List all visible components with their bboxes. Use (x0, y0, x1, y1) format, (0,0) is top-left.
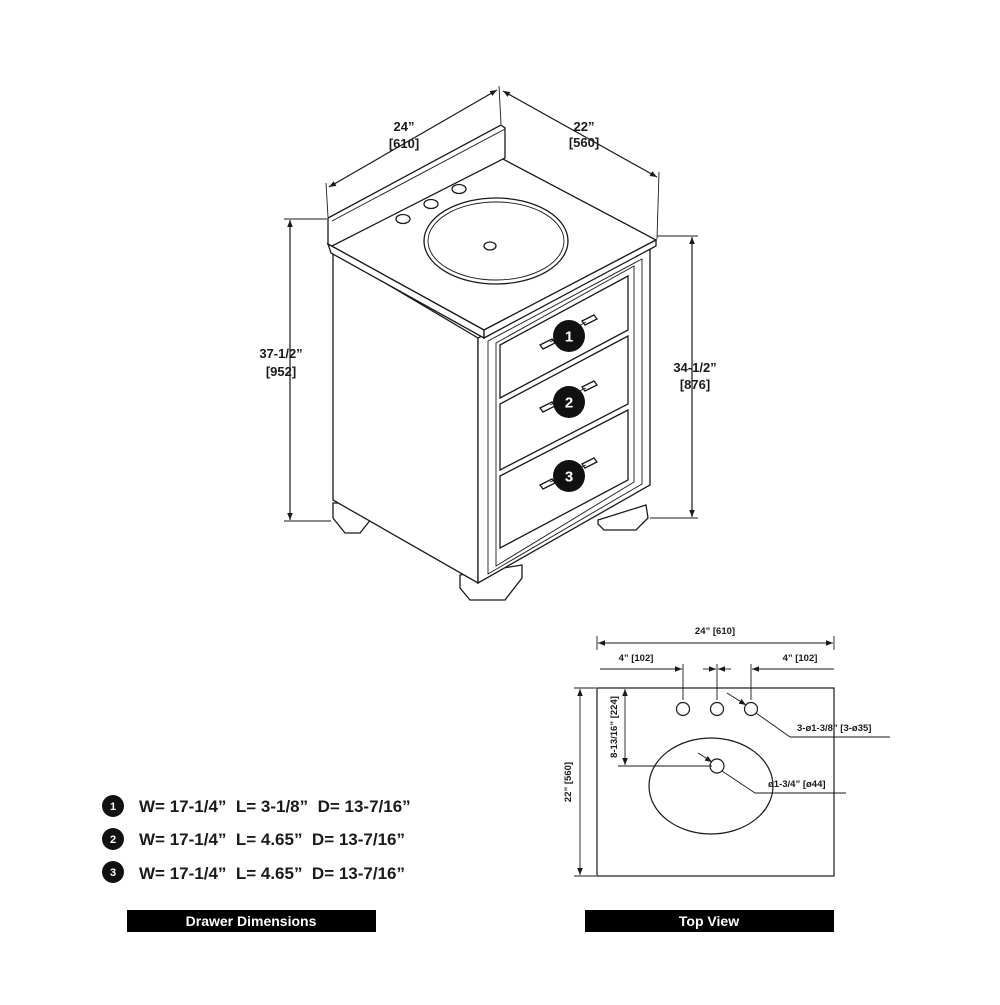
svg-text:2: 2 (110, 834, 116, 846)
top-view-faucet-holes (675, 701, 759, 717)
svg-text:W= 17-1/4” L= 4.65” D= 13-7/: W= 17-1/4” L= 4.65” D= 13-7/16” (139, 864, 405, 883)
top-view-drawing: 24” [610] 4” [102] 4” [102] 22” [560] 8-… (563, 626, 890, 932)
sink-basin-iso (423, 197, 569, 285)
counter-height-dimension: 34-1/2” [876] (650, 235, 717, 519)
svg-text:W= 17-1/4” L= 3-1/8” D= 13-7: W= 17-1/4” L= 3-1/8” D= 13-7/16” (139, 797, 411, 816)
svg-text:4” [102]: 4” [102] (619, 653, 654, 664)
svg-text:[560]: [560] (569, 135, 599, 150)
svg-text:ø1-3/4” [ø44]: ø1-3/4” [ø44] (768, 779, 826, 790)
svg-text:24” [610]: 24” [610] (695, 626, 735, 637)
drawer-row-2: 2 W= 17-1/4” L= 4.65” D= 13-7/16” (102, 828, 405, 850)
svg-text:[876]: [876] (680, 377, 710, 392)
svg-text:8-13/16” [224]: 8-13/16” [224] (609, 696, 620, 758)
drawer-dimensions-table: 1 W= 17-1/4” L= 3-1/8” D= 13-7/16” 2 W= … (102, 795, 411, 932)
svg-text:3: 3 (565, 469, 573, 486)
svg-text:2: 2 (565, 395, 573, 412)
svg-text:3-ø1-3/8” [3-ø35]: 3-ø1-3/8” [3-ø35] (797, 723, 871, 734)
drawer-row-1: 1 W= 17-1/4” L= 3-1/8” D= 13-7/16” (102, 795, 411, 817)
svg-text:[610]: [610] (389, 136, 419, 151)
svg-text:1: 1 (565, 329, 573, 346)
width-dimension: 24” [610] (325, 85, 502, 218)
drawer-badge-3: 3 (553, 460, 585, 492)
svg-text:22” [560]: 22” [560] (563, 762, 574, 802)
svg-text:Drawer Dimensions: Drawer Dimensions (186, 913, 317, 929)
overall-height-dimension: 37-1/2” [952] (259, 218, 331, 522)
faucet-hole-callout: 3-ø1-3/8” [3-ø35] (726, 692, 890, 738)
top-view-banner: Top View (585, 910, 834, 932)
drain-setback-dimension: 8-13/16” [224] (609, 689, 712, 767)
svg-text:34-1/2”: 34-1/2” (673, 360, 716, 375)
svg-text:22”: 22” (574, 119, 595, 134)
svg-text:[952]: [952] (266, 364, 296, 379)
svg-text:W= 17-1/4” L= 4.65” D= 13-7/: W= 17-1/4” L= 4.65” D= 13-7/16” (139, 830, 405, 849)
drawer-badge-2: 2 (553, 386, 585, 418)
svg-text:3: 3 (110, 867, 116, 879)
svg-text:4” [102]: 4” [102] (783, 653, 818, 664)
svg-text:1: 1 (110, 801, 116, 813)
top-depth-dimension: 22” [560] (563, 687, 596, 877)
svg-text:Top View: Top View (679, 913, 739, 929)
drawer-row-3: 3 W= 17-1/4” L= 4.65” D= 13-7/16” (102, 861, 405, 883)
depth-dimension: 22” [560] (502, 90, 660, 240)
svg-text:24”: 24” (394, 119, 415, 134)
svg-text:37-1/2”: 37-1/2” (259, 346, 302, 361)
top-width-dimension: 24” [610] (596, 626, 835, 650)
faucet-spacing-dimension: 4” [102] 4” [102] (600, 653, 834, 700)
drain-callout: ø1-3/4” [ø44] (697, 752, 846, 794)
top-view-basin (648, 737, 774, 835)
drawer-dimensions-banner: Drawer Dimensions (127, 910, 376, 932)
vanity-isometric: 1 2 3 24” [610] 22” [560] (259, 85, 717, 601)
drain-hole (709, 758, 725, 774)
top-view-outline (596, 687, 835, 877)
drawer-badge-1: 1 (553, 320, 585, 352)
